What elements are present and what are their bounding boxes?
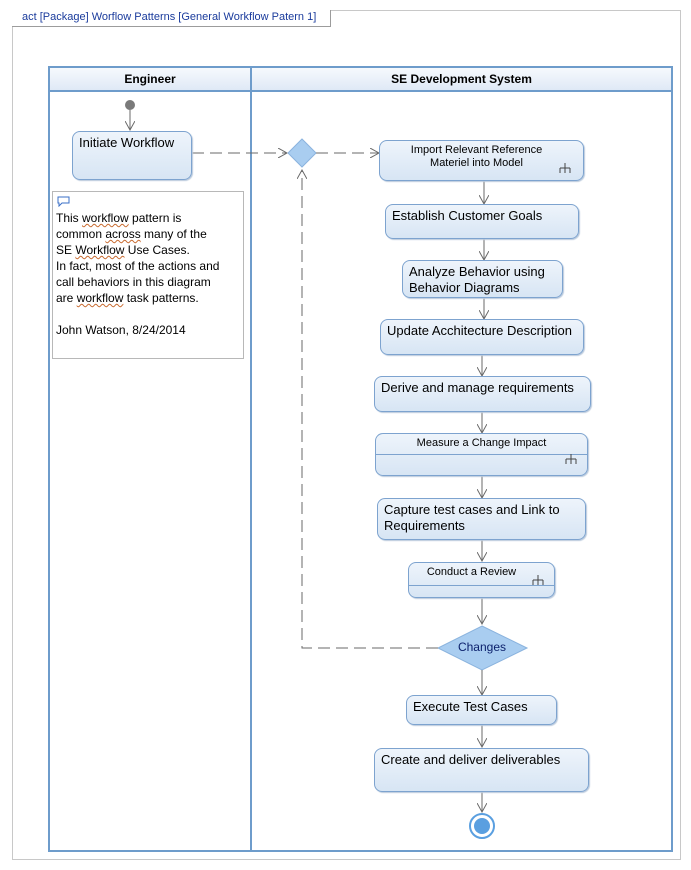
edge-decision-loop-back[interactable] — [302, 170, 438, 649]
action-capture-test-cases[interactable]: Capture test cases and Link to Requireme… — [377, 498, 586, 540]
action-measure-change-impact[interactable]: Measure a Change Impact — [375, 433, 588, 476]
action-establish-customer-goals-label: Establish Customer Goals — [392, 208, 543, 223]
frame-tab — [12, 10, 331, 27]
note-line: common across many of the — [56, 227, 207, 241]
action-analyze-behavior[interactable]: Analyze Behavior using Behavior Diagrams — [402, 260, 563, 298]
action-import-reference-material[interactable]: Import Relevant Reference Materiel into … — [379, 140, 584, 181]
call-behavior-rake-icon — [559, 163, 571, 173]
note-line: call behaviors in this diagram — [56, 275, 211, 289]
action-initiate-workflow[interactable]: Initiate Workflow — [72, 131, 192, 180]
lane-se-development-system-header: SE Development System — [252, 68, 671, 92]
call-behavior-rake-icon — [565, 454, 577, 464]
action-measure-change-impact-divider — [376, 454, 587, 455]
note-line — [56, 306, 243, 322]
action-conduct-review-divider — [409, 585, 554, 586]
action-initiate-workflow-label: Initiate Workflow — [79, 135, 175, 150]
action-import-reference-material-label: Import Relevant Reference Materiel into … — [410, 144, 543, 169]
initial-node[interactable] — [125, 100, 135, 110]
action-update-architecture-description-label: Update Acchitecture Description — [387, 323, 572, 338]
action-conduct-review[interactable]: Conduct a Review — [408, 562, 555, 598]
decision-changes-label: Changes — [457, 640, 507, 654]
action-capture-test-cases-label: Capture test cases and Link to Requireme… — [384, 502, 560, 533]
action-derive-and-manage-requirements-label: Derive and manage requirements — [381, 380, 574, 395]
action-measure-change-impact-label: Measure a Change Impact — [416, 437, 547, 449]
merge-node[interactable] — [287, 138, 317, 168]
action-create-and-deliver-deliverables-label: Create and deliver deliverables — [381, 752, 561, 767]
action-execute-test-cases[interactable]: Execute Test Cases — [406, 695, 557, 725]
note-line: John Watson, 8/24/2014 — [56, 323, 186, 337]
activity-final-node-inner — [474, 818, 490, 834]
note-line: are workflow task patterns. — [56, 291, 199, 305]
comment-note[interactable]: This workflow pattern is common across m… — [52, 191, 244, 359]
action-update-architecture-description[interactable]: Update Acchitecture Description — [380, 319, 584, 355]
note-line: SE Workflow Use Cases. — [56, 243, 190, 257]
action-analyze-behavior-label: Analyze Behavior using Behavior Diagrams — [409, 264, 545, 295]
action-derive-and-manage-requirements[interactable]: Derive and manage requirements — [374, 376, 591, 412]
diagram-frame — [12, 10, 681, 860]
action-create-and-deliver-deliverables[interactable]: Create and deliver deliverables — [374, 748, 589, 792]
note-line: This workflow pattern is — [56, 211, 182, 225]
comment-icon — [57, 196, 70, 207]
action-execute-test-cases-label: Execute Test Cases — [413, 699, 528, 714]
lane-engineer-header: Engineer — [50, 68, 250, 92]
call-behavior-rake-icon — [532, 575, 544, 585]
note-line: In fact, most of the actions and — [56, 259, 220, 273]
frame-title: act [Package] Worflow Patterns [General … — [22, 11, 317, 23]
action-establish-customer-goals[interactable]: Establish Customer Goals — [385, 204, 579, 239]
action-conduct-review-label: Conduct a Review — [426, 566, 517, 578]
